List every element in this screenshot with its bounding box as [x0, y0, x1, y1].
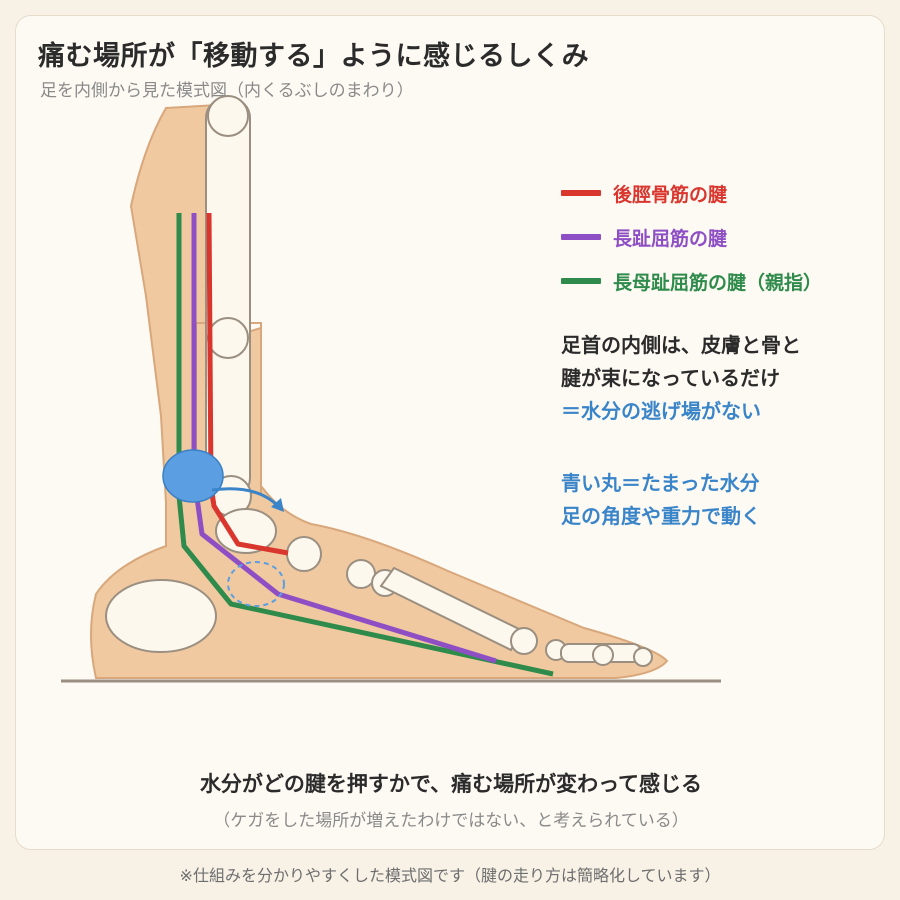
flexor-hallucis-longus-tendon	[176, 213, 554, 677]
conclusion-text: 水分がどの腱を押すかで、痛む場所が変わって感じる	[199, 772, 703, 796]
cuneiform-bone-1	[346, 559, 376, 589]
legend-label: 長母趾屈筋の腱（親指）	[613, 271, 823, 294]
dashed-fluid-trace	[227, 561, 285, 607]
talus-bone	[215, 508, 277, 554]
flexor-digitorum-longus-tendon	[191, 213, 497, 664]
legend-swatch-green	[561, 278, 601, 284]
legend-item-tibialis-posterior: 後脛骨筋の腱	[561, 171, 822, 215]
legend: 後脛骨筋の腱 長趾屈筋の腱 長母趾屈筋の腱（親指）	[561, 171, 822, 303]
toe-joint-2	[592, 644, 614, 666]
fluid-circle	[162, 449, 224, 503]
legend-swatch-purple	[561, 234, 601, 240]
metatarsal-head	[510, 627, 538, 655]
arrow-head-icon	[271, 498, 284, 512]
diagram-card: 痛む場所が「移動する」ように感じるしくみ 足を内側から見た模式図（内くるぶしのま…	[15, 15, 885, 850]
fluid-note: 青い丸＝たまった水分 足の角度や重力で動く	[561, 467, 761, 533]
page-subtitle: 足を内側から見た模式図（内くるぶしのまわり）	[40, 81, 414, 101]
legend-item-flexor-digitorum-longus: 長趾屈筋の腱	[561, 215, 822, 259]
tibia-top-joint	[207, 95, 249, 137]
movement-arrow	[211, 487, 280, 508]
fluid-note-line-2: 足の角度や重力で動く	[561, 504, 761, 528]
note-line-3: ＝水分の逃げ場がない	[561, 399, 761, 423]
legend-label: 後脛骨筋の腱	[613, 183, 728, 206]
tibialis-posterior-tendon	[206, 212, 289, 556]
legend-item-flexor-hallucis-longus: 長母趾屈筋の腱（親指）	[561, 259, 822, 303]
explanation-note: 足首の内側は、皮膚と骨と 腱が束になっているだけ ＝水分の逃げ場がない	[561, 329, 801, 428]
note-line-2: 腱が束になっているだけ	[561, 366, 780, 390]
tibia-mid-joint	[207, 317, 249, 359]
legend-label: 長趾屈筋の腱	[613, 227, 728, 250]
fluid-note-line-1: 青い丸＝たまった水分	[561, 471, 760, 495]
footnote: ※仕組みを分かりやすくした模式図です（腱の走り方は簡略化しています）	[179, 866, 721, 885]
note-line-1: 足首の内側は、皮膚と骨と	[561, 333, 801, 357]
toe-tip	[633, 647, 653, 667]
heel-bone	[105, 579, 217, 653]
navicular-bone	[286, 536, 322, 572]
foot-diagram	[61, 95, 721, 683]
page-title: 痛む場所が「移動する」ように感じるしくみ	[38, 41, 590, 72]
legend-swatch-red	[561, 190, 601, 196]
conclusion-subtext: （ケガをした場所が増えたわけではない、と考えられている）	[213, 811, 689, 831]
